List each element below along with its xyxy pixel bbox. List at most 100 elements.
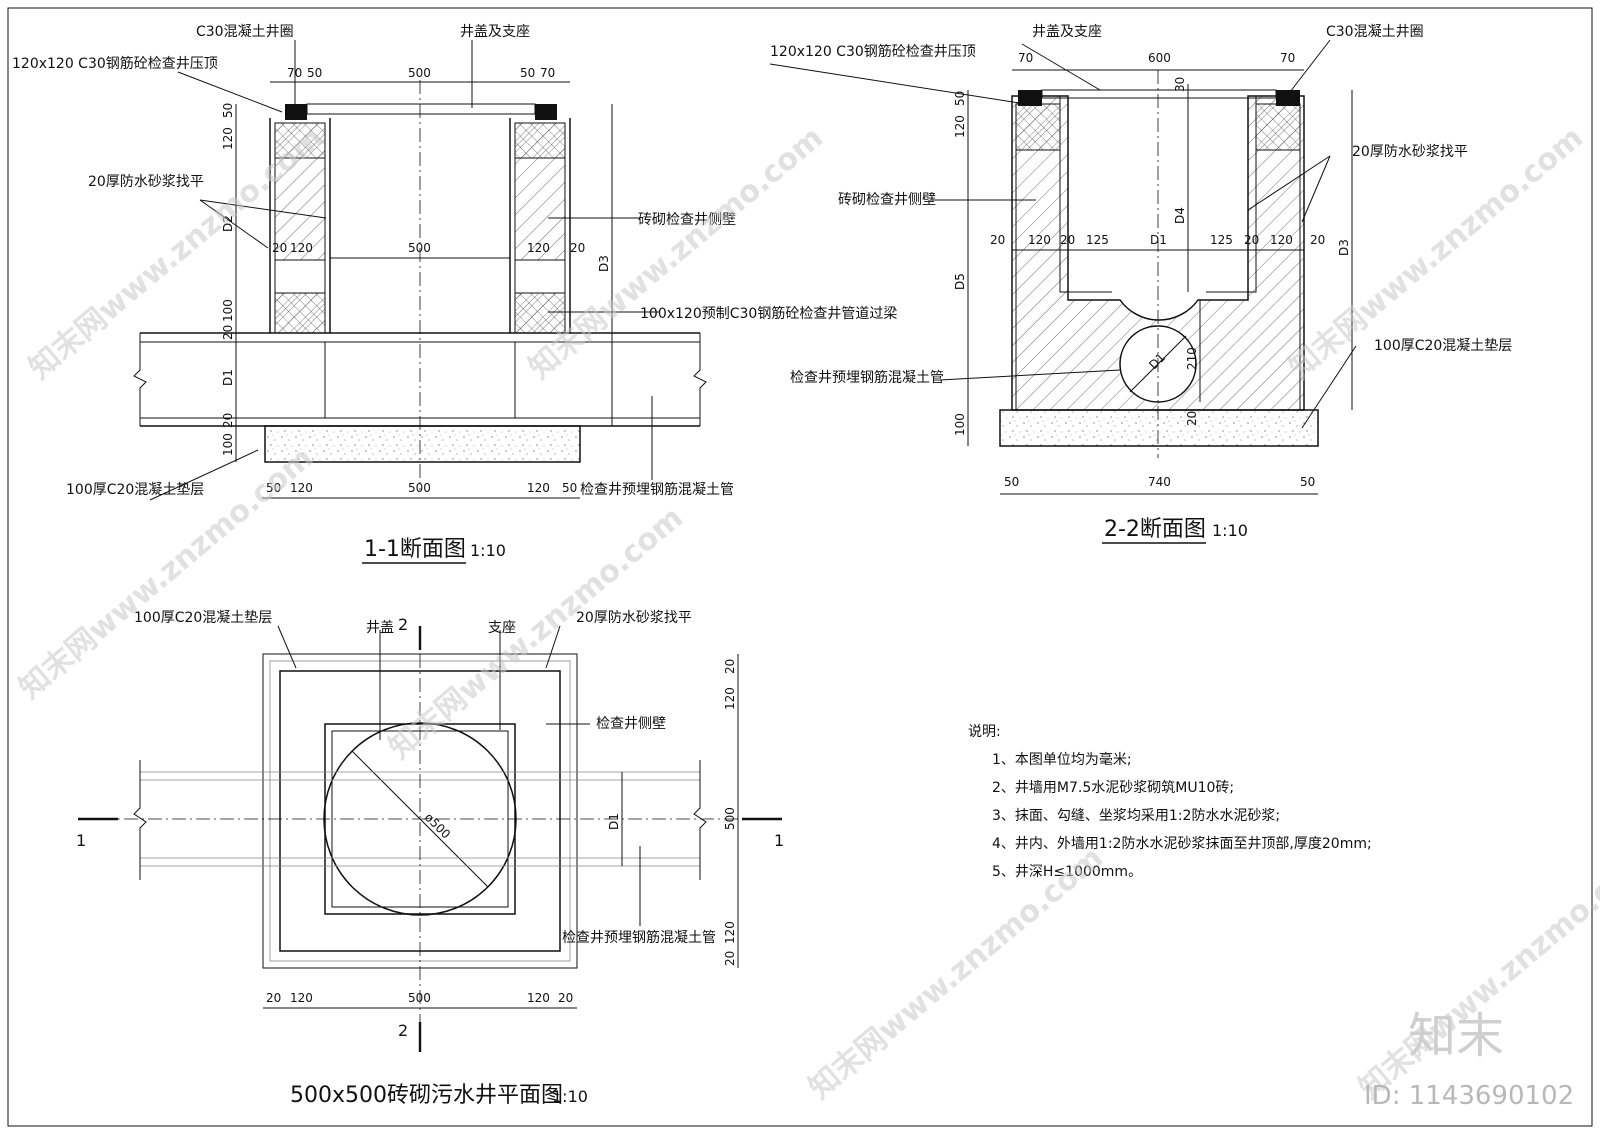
label-1-1-pipe: 检查井预埋钢筋混凝土管 bbox=[580, 481, 734, 498]
label-1-1-slab: 120x120 C30钢筋砼检查井压顶 bbox=[12, 55, 218, 72]
dim-1-1-bot-1: 120 bbox=[290, 481, 313, 495]
dim-2-2-lv-1: 120 bbox=[953, 115, 967, 138]
plan-dim-rv-0: 20 bbox=[723, 659, 737, 674]
plan-label-seat: 支座 bbox=[488, 620, 516, 636]
dim-2-2-d4: D4 bbox=[1173, 207, 1187, 224]
dim-2-2-mid-0: 20 bbox=[990, 233, 1005, 247]
section-2-2: 70 600 70 30 D4 20 120 20 125 D1 125 20 … bbox=[769, 24, 1512, 544]
cut-mark-1-left: 1 bbox=[76, 831, 86, 850]
cut-mark-1-right: 1 bbox=[774, 831, 784, 850]
dim-2-2-mid-1: 120 bbox=[1028, 233, 1051, 247]
dim-2-2-210: 210 bbox=[1185, 347, 1199, 370]
watermark-id: ID: 1143690102 bbox=[1364, 1081, 1574, 1111]
dim-1-1-top-1: 50 bbox=[307, 66, 322, 80]
dim-2-2-top-0: 70 bbox=[1018, 51, 1033, 65]
dim-1-1-lv-1: 120 bbox=[221, 127, 235, 150]
cut-mark-2-bottom: 2 bbox=[398, 1021, 408, 1040]
dim-1-1-lv-0: 50 bbox=[221, 103, 235, 118]
dim-2-2-top-v: 30 bbox=[1173, 77, 1187, 92]
plan-dim-rv-4: 20 bbox=[723, 951, 737, 966]
label-1-1-cover: 井盖及支座 bbox=[460, 24, 530, 40]
dim-1-1-bot-4: 50 bbox=[562, 481, 577, 495]
plan-dim-bot-1: 120 bbox=[290, 991, 313, 1005]
drawing-border bbox=[7, 7, 1593, 1127]
c30-ring-right bbox=[535, 104, 557, 120]
label-2-2-cover: 井盖及支座 bbox=[1032, 24, 1102, 40]
dim-1-1-lv-3: 100 bbox=[221, 299, 235, 322]
label-1-1-wall: 砖砌检查井侧壁 bbox=[638, 212, 736, 228]
plan-label-pipe: 检查井预埋钢筋混凝土管 bbox=[562, 929, 716, 946]
dim-1-1-mid-0: 20 bbox=[272, 241, 287, 255]
dim-2-2-d3: D3 bbox=[1337, 239, 1351, 256]
notes-item-5: 5、井深H≤1000mm。 bbox=[992, 864, 1142, 880]
dim-1-1-lv-4: 20 bbox=[221, 325, 235, 340]
plan-dim-bot-2: 500 bbox=[408, 991, 431, 1005]
c30-ring-left bbox=[285, 104, 307, 120]
base-concrete bbox=[264, 425, 581, 463]
watermark-logo: 知末 bbox=[1408, 1008, 1504, 1064]
dim-2-2-lv-3: 100 bbox=[953, 413, 967, 436]
scale-2-2: 1:10 bbox=[1212, 521, 1248, 540]
title-plan: 500x500砖砌污水井平面图 bbox=[290, 1083, 563, 1108]
label-1-1-mortar: 20厚防水砂浆找平 bbox=[88, 174, 204, 190]
plan-dim-rv-1: 120 bbox=[723, 687, 737, 710]
scale-plan: 1:10 bbox=[552, 1087, 588, 1106]
dim-1-1-d3: D3 bbox=[597, 255, 611, 272]
watermark-site-5: 知末网www.znzmo.com bbox=[803, 840, 1110, 1106]
dim-2-2-mid-4: D1 bbox=[1150, 233, 1167, 247]
plan-dim-bot-4: 20 bbox=[558, 991, 573, 1005]
label-1-1-lintel: 100x120预制C30钢筋砼检查井管道过梁 bbox=[640, 305, 897, 322]
notes-item-3: 3、抹面、勾缝、坐浆均采用1:2防水水泥砂浆; bbox=[992, 808, 1280, 824]
watermark-site-3: 知末网www.znzmo.com bbox=[13, 440, 320, 706]
dim-2-2-mid-8: 20 bbox=[1310, 233, 1325, 247]
dim-1-1-lv-7: 100 bbox=[221, 433, 235, 456]
dim-2-2-mid-6: 20 bbox=[1244, 233, 1259, 247]
dim-2-2-top-1: 600 bbox=[1148, 51, 1171, 65]
plan-label-wall: 检查井侧壁 bbox=[596, 716, 666, 732]
label-2-2-ring: C30混凝土井圈 bbox=[1326, 24, 1424, 40]
label-2-2-mortar: 20厚防水砂浆找平 bbox=[1352, 144, 1468, 160]
c30-ring-left-2-2 bbox=[1018, 90, 1042, 106]
dim-1-1-bot-0: 50 bbox=[266, 481, 281, 495]
dim-1-1-mid-4: 20 bbox=[570, 241, 585, 255]
dim-1-1-bot-3: 120 bbox=[527, 481, 550, 495]
label-2-2-pipe: 检查井预埋钢筋混凝土管 bbox=[790, 369, 944, 386]
plan-view: ø500 D1 1 1 2 2 20 120 500 120 20 20 120… bbox=[76, 610, 784, 1108]
notes-item-4: 4、井内、外墙用1:2防水水泥砂浆抹面至井顶部,厚度20mm; bbox=[992, 836, 1372, 852]
plan-dim-rv-2: 500 bbox=[723, 807, 737, 830]
dim-2-2-mid-5: 125 bbox=[1210, 233, 1233, 247]
dim-1-1-top-3: 50 bbox=[520, 66, 535, 80]
notes-item-1: 1、本图单位均为毫米; bbox=[992, 751, 1132, 768]
notes-block: 说明: 1、本图单位均为毫米; 2、井墙用M7.5水泥砂浆砌筑MU10砖; 3、… bbox=[968, 724, 1372, 880]
title-2-2: 2-2断面图 bbox=[1104, 517, 1206, 542]
watermark-site-6: 知末网www.znzmo.com bbox=[1353, 840, 1600, 1106]
dim-1-1-bot-2: 500 bbox=[408, 481, 431, 495]
dim-2-2-mid-2: 20 bbox=[1060, 233, 1075, 247]
watermark-site-2: 知末网www.znzmo.com bbox=[523, 120, 830, 386]
plan-d1: D1 bbox=[607, 813, 621, 830]
title-1-1: 1-1断面图 bbox=[364, 537, 466, 562]
dim-1-1-lv-6: 20 bbox=[221, 413, 235, 428]
notes-item-2: 2、井墙用M7.5水泥砂浆砌筑MU10砖; bbox=[992, 780, 1234, 796]
cover-plate bbox=[306, 103, 536, 115]
dim-2-2-20: 20 bbox=[1185, 411, 1199, 426]
label-1-1-base: 100厚C20混凝土垫层 bbox=[66, 482, 204, 498]
plan-dim-bot-0: 20 bbox=[266, 991, 281, 1005]
dim-1-1-mid-3: 120 bbox=[527, 241, 550, 255]
dim-2-2-mid-7: 120 bbox=[1270, 233, 1293, 247]
dim-2-2-top-2: 70 bbox=[1280, 51, 1295, 65]
label-2-2-slab: 120x120 C30钢筋砼检查井压顶 bbox=[770, 43, 976, 60]
base-concrete-2-2 bbox=[999, 409, 1319, 447]
plan-dim-rv-3: 120 bbox=[723, 921, 737, 944]
dim-1-1-top-4: 70 bbox=[540, 66, 555, 80]
dim-1-1-mid-1: 120 bbox=[290, 241, 313, 255]
dim-2-2-bot-1: 740 bbox=[1148, 475, 1171, 489]
label-1-1-ring: C30混凝土井圈 bbox=[196, 24, 294, 40]
scale-1-1: 1:10 bbox=[470, 541, 506, 560]
plan-dim-bot-3: 120 bbox=[527, 991, 550, 1005]
notes-heading: 说明: bbox=[968, 724, 1001, 740]
c30-ring-right-2-2 bbox=[1276, 90, 1300, 106]
dim-1-1-lv-5: D1 bbox=[221, 369, 235, 386]
dim-1-1-mid-2: 500 bbox=[408, 241, 431, 255]
